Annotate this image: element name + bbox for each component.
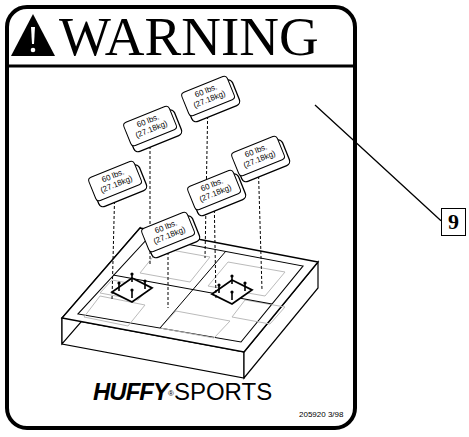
registered-mark: ® — [168, 390, 174, 399]
stored-weight — [232, 300, 285, 324]
tray-rim — [62, 228, 318, 352]
weight-box: 60 lbs. (27.18kg) — [122, 105, 178, 147]
weight-rating: 60 lbs. (27.18kg) — [126, 109, 173, 142]
stored-weight — [84, 296, 145, 326]
warning-heading: WARNING — [59, 6, 319, 67]
weight-box: 60 lbs. (27.18kg) — [230, 135, 286, 177]
bolt-head — [230, 290, 233, 293]
tray-inner — [78, 237, 303, 342]
callout-number: 9 — [448, 210, 459, 234]
warning-triangle — [11, 14, 55, 56]
weight-rating: 60 lbs. (27.18kg) — [91, 164, 138, 197]
weight-rating: 60 lbs. (27.18kg) — [234, 139, 281, 172]
bolt-head — [243, 281, 246, 284]
part-code: 205920 3/98 — [299, 411, 344, 420]
weight-rating: 60 lbs. (27.18kg) — [190, 173, 237, 206]
bolt-head — [217, 283, 220, 286]
drop-line — [205, 96, 208, 258]
drop-line — [112, 181, 115, 300]
bolt-head — [117, 281, 120, 284]
weight-box: 60 lbs. (27.18kg) — [186, 169, 242, 211]
bolt-head — [143, 279, 146, 282]
bolt-head — [130, 272, 133, 275]
callout-box: 9 — [441, 208, 466, 236]
bolt-head — [230, 274, 233, 277]
header-area: WARNING — [59, 7, 319, 68]
exclamation-dot — [31, 48, 36, 53]
warning-label: WARNING HUFFY®SPORTS 205920 3/98 60 lbs. (2… — [5, 5, 357, 430]
brand-logo: HUFFY®SPORTS — [93, 379, 272, 405]
illustration-group — [9, 14, 353, 378]
tray-divider — [113, 275, 272, 304]
brand-name: SPORTS — [174, 379, 272, 405]
brand-name: HUFFY — [93, 379, 168, 405]
bolt-head — [130, 288, 133, 291]
drop-line — [258, 156, 262, 290]
drop-line — [214, 190, 216, 300]
weight-rating: 60 lbs. (27.18kg) — [184, 79, 231, 112]
weight-box: 60 lbs. (27.18kg) — [87, 160, 143, 202]
weight-box: 60 lbs. (27.18kg) — [180, 75, 236, 117]
exclamation-bar — [31, 27, 35, 44]
